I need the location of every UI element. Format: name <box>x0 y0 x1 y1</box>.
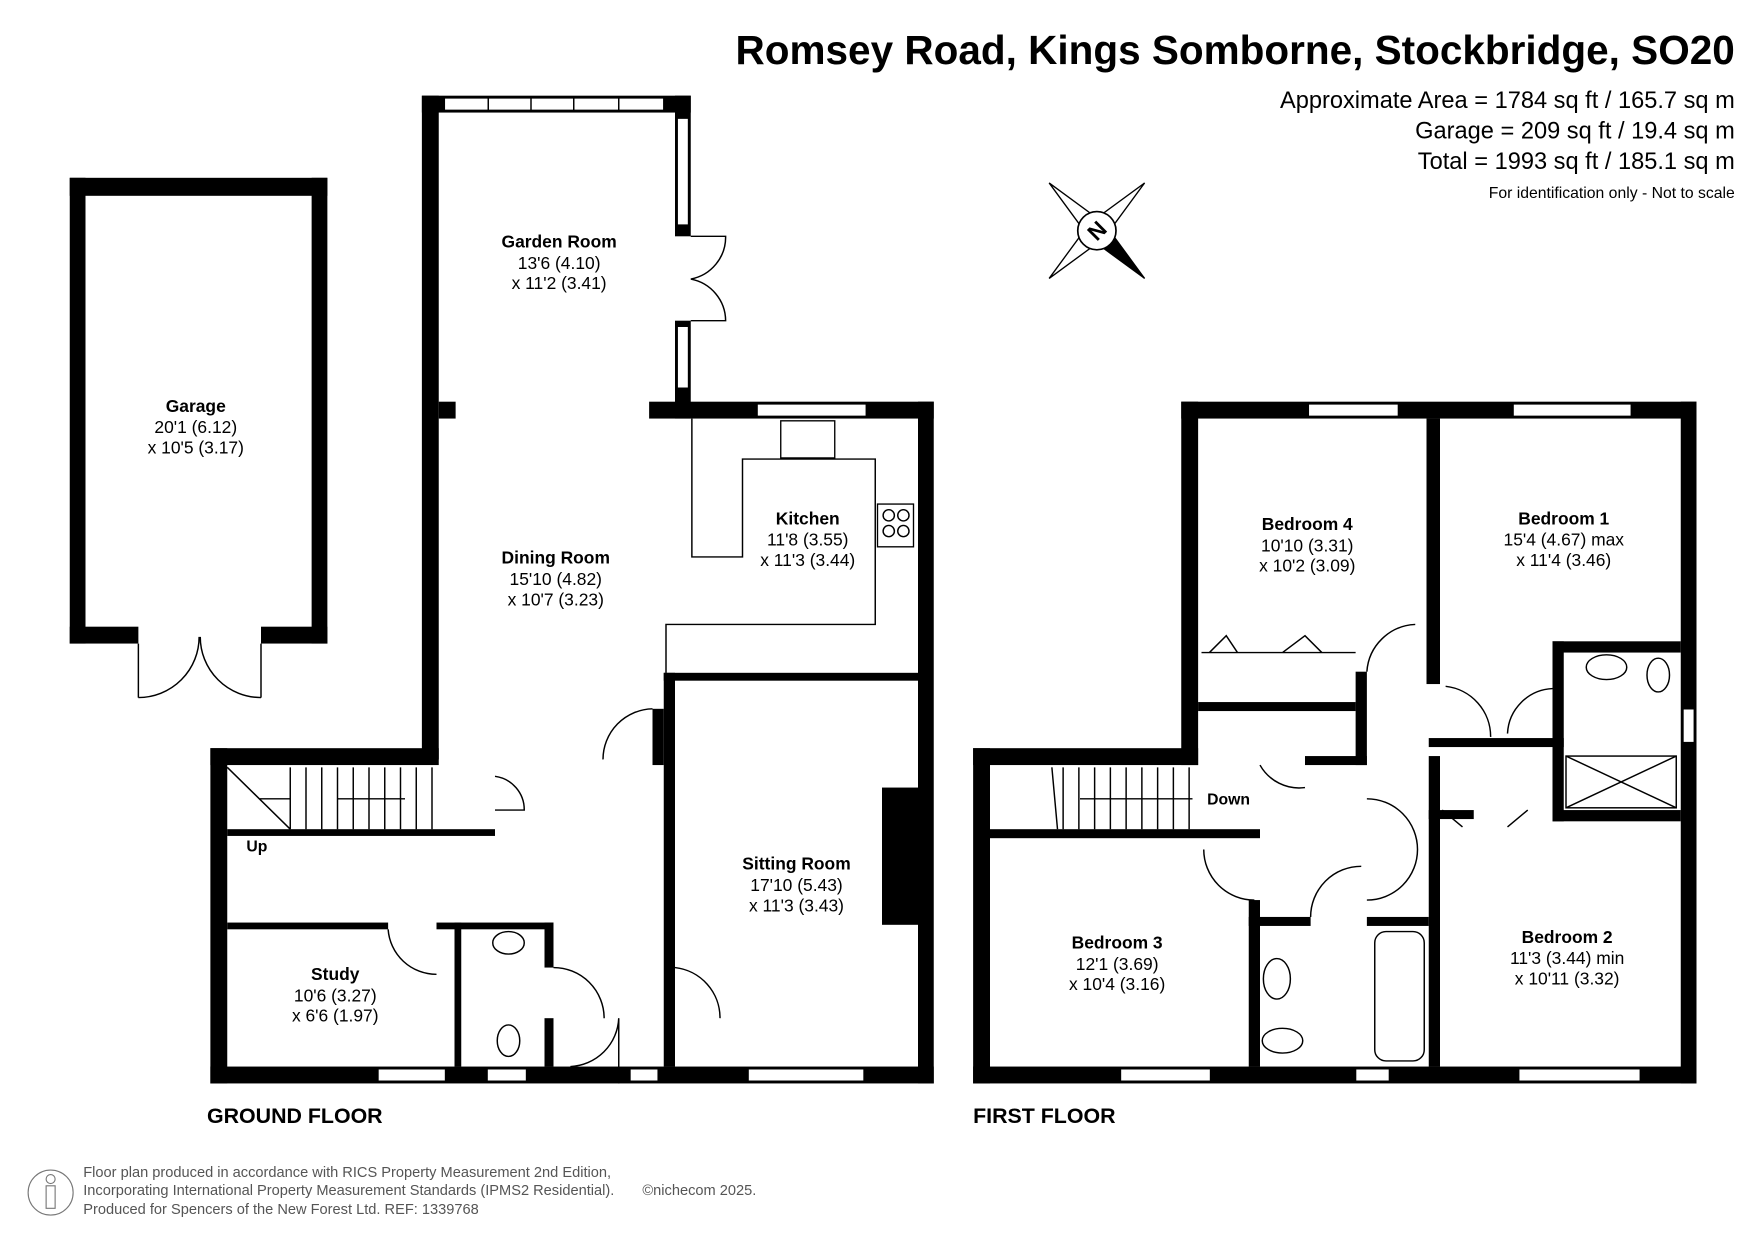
svg-text:Bedroom 2: Bedroom 2 <box>1522 927 1613 947</box>
room-garage: Garage 20'1 (6.12) x 10'5 (3.17) <box>148 396 244 458</box>
svg-text:17'10 (5.43): 17'10 (5.43) <box>750 875 842 895</box>
svg-text:x 10'2 (3.09): x 10'2 (3.09) <box>1259 556 1355 576</box>
room-bedroom-3: Bedroom 3 12'1 (3.69) x 10'4 (3.16) <box>1069 932 1165 994</box>
ground-floor-walls <box>210 95 934 1084</box>
svg-text:15'10 (4.82): 15'10 (4.82) <box>510 569 602 589</box>
svg-text:x 11'3 (3.43): x 11'3 (3.43) <box>749 895 844 915</box>
svg-text:12'1 (3.69): 12'1 (3.69) <box>1076 954 1159 974</box>
shower-icon <box>1565 755 1677 809</box>
svg-text:x 6'6 (1.97): x 6'6 (1.97) <box>292 1006 379 1026</box>
svg-text:13'6 (4.10): 13'6 (4.10) <box>518 253 601 273</box>
svg-text:x 11'4 (3.46): x 11'4 (3.46) <box>1516 550 1611 570</box>
disclaimer: For identification only - Not to scale <box>1489 185 1735 202</box>
svg-text:x 10'7 (3.23): x 10'7 (3.23) <box>508 589 604 609</box>
first-floor-walls <box>973 401 1697 1084</box>
room-bedroom-1: Bedroom 1 15'4 (4.67) max x 11'4 (3.46) <box>1504 508 1625 570</box>
svg-text:x 10'5 (3.17): x 10'5 (3.17) <box>148 437 244 457</box>
basin-icon <box>1585 654 1628 681</box>
garage-area: Garage = 209 sq ft / 19.4 sq m <box>1415 118 1735 144</box>
ground-floor-label: GROUND FLOOR <box>207 1104 383 1128</box>
svg-text:10'6 (3.27): 10'6 (3.27) <box>294 985 377 1005</box>
svg-text:Dining Room: Dining Room <box>502 548 610 568</box>
sink-icon <box>780 420 836 459</box>
svg-text:x 11'2 (3.41): x 11'2 (3.41) <box>512 273 607 293</box>
footer-line-1: Floor plan produced in accordance with R… <box>83 1165 611 1181</box>
svg-text:15'4 (4.67) max: 15'4 (4.67) max <box>1504 530 1625 550</box>
bath-icon <box>1374 930 1425 1062</box>
approximate-area: Approximate Area = 1784 sq ft / 165.7 sq… <box>1280 88 1735 114</box>
room-bedroom-4: Bedroom 4 10'10 (3.31) x 10'2 (3.09) <box>1259 514 1355 576</box>
svg-text:11'8 (3.55): 11'8 (3.55) <box>767 530 848 550</box>
room-garden-room: Garden Room 13'6 (4.10) x 11'2 (3.41) <box>502 232 617 294</box>
garage-double-door <box>137 636 262 699</box>
garden-room-french-doors <box>690 235 727 322</box>
svg-text:Bedroom 3: Bedroom 3 <box>1072 932 1163 952</box>
svg-text:x 10'4 (3.16): x 10'4 (3.16) <box>1069 974 1165 994</box>
compass-icon <box>1048 182 1146 279</box>
room-sitting-room: Sitting Room 17'10 (5.43) x 11'3 (3.43) <box>742 854 850 916</box>
toilet-icon <box>1261 1027 1304 1054</box>
stairs-down-label: Down <box>1207 791 1250 808</box>
hob-icon <box>876 503 915 548</box>
svg-text:Garden Room: Garden Room <box>502 232 617 252</box>
svg-text:x 10'11 (3.32): x 10'11 (3.32) <box>1515 968 1620 988</box>
svg-text:x 11'3 (3.44): x 11'3 (3.44) <box>760 550 855 570</box>
svg-text:Sitting Room: Sitting Room <box>742 854 850 874</box>
footer-line-3: Produced for Spencers of the New Forest … <box>83 1202 478 1218</box>
total-area: Total = 1993 sq ft / 185.1 sq m <box>1418 149 1735 175</box>
svg-text:Study: Study <box>311 964 360 984</box>
basin-icon <box>1262 957 1292 1000</box>
garage <box>69 177 328 699</box>
room-kitchen: Kitchen 11'8 (3.55) x 11'3 (3.44) <box>760 508 855 570</box>
ground-floor-stairs <box>226 766 525 830</box>
footer-line-2: Incorporating International Property Mea… <box>83 1183 614 1199</box>
basin-icon <box>492 930 525 955</box>
room-bedroom-2: Bedroom 2 11'3 (3.44) min x 10'11 (3.32) <box>1510 927 1624 989</box>
person-icon <box>27 1169 74 1216</box>
svg-text:Bedroom 4: Bedroom 4 <box>1262 514 1353 534</box>
property-title: Romsey Road, Kings Somborne, Stockbridge… <box>736 27 1735 73</box>
first-floor-label: FIRST FLOOR <box>973 1104 1115 1128</box>
room-dining-room: Dining Room 15'10 (4.82) x 10'7 (3.23) <box>502 548 610 610</box>
toilet-icon <box>496 1024 521 1058</box>
svg-text:Garage: Garage <box>166 396 226 416</box>
stairs-up-label: Up <box>246 839 267 856</box>
svg-text:11'3 (3.44) min: 11'3 (3.44) min <box>1510 948 1624 968</box>
svg-text:Bedroom 1: Bedroom 1 <box>1518 508 1609 528</box>
svg-text:20'1 (6.12): 20'1 (6.12) <box>154 417 237 437</box>
footer-copyright: ©nichecom 2025. <box>642 1183 756 1199</box>
svg-text:Kitchen: Kitchen <box>776 508 840 528</box>
svg-text:10'10 (3.31): 10'10 (3.31) <box>1261 535 1353 555</box>
room-study: Study 10'6 (3.27) x 6'6 (1.97) <box>292 964 379 1026</box>
toilet-icon <box>1646 657 1671 693</box>
